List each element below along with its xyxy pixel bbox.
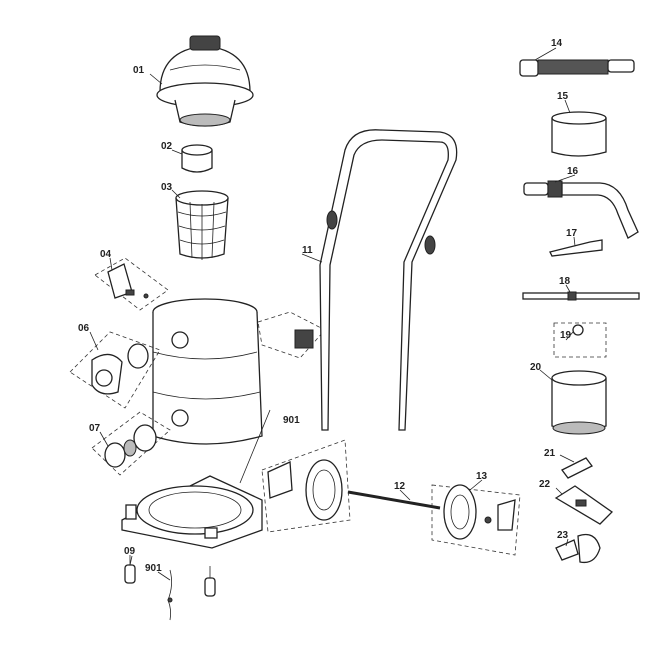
label-09: 09: [124, 546, 136, 557]
label-18: 18: [559, 276, 571, 287]
part-02-foam-filter: [181, 144, 213, 173]
part-03-filter-cage: [175, 190, 229, 260]
part-20-cartridge-filter: [551, 370, 607, 435]
label-03: 03: [161, 182, 173, 193]
label-13: 13: [476, 471, 488, 482]
label-21: 21: [544, 448, 556, 459]
label-19: 19: [560, 330, 572, 341]
label-15: 15: [557, 91, 569, 102]
label-17: 17: [566, 228, 578, 239]
part-04-switch: [94, 257, 169, 311]
label-01: 01: [133, 65, 145, 76]
label-06: 06: [78, 323, 90, 334]
part-22-floor-nozzle: [554, 485, 614, 525]
tank: [152, 298, 263, 445]
label-16: 16: [567, 166, 579, 177]
part-14-hose: [519, 59, 635, 77]
part-16-suction-tube: [523, 180, 639, 239]
left-wheel-assembly: [261, 439, 351, 533]
tank-side-bracket: [257, 311, 326, 359]
part-23-brush-nozzle: [555, 533, 601, 564]
label-22: 22: [539, 479, 551, 490]
part-12-axle: [347, 490, 441, 510]
part-13-right-wheel: [431, 484, 521, 556]
label-02: 02: [161, 141, 173, 152]
part-17-crevice-nozzle: [549, 239, 603, 257]
part-18-extension-tube: [522, 291, 640, 301]
label-23: 23: [557, 530, 569, 541]
label-20: 20: [530, 362, 542, 373]
part-09-casters: [124, 555, 216, 621]
label-901-tank: 901: [283, 415, 300, 426]
label-901-bottom: 901: [145, 563, 162, 574]
part-11-handle: [319, 129, 458, 431]
leader-lines: [89, 47, 576, 581]
label-11: 11: [302, 245, 313, 256]
base-chassis: [121, 409, 271, 549]
part-06-hose-inlet: [69, 331, 161, 409]
part-19-filter-bag-paper: [553, 322, 607, 358]
part-07-drain-plug: [91, 411, 171, 476]
label-12: 12: [394, 481, 406, 492]
label-14: 14: [551, 38, 563, 49]
label-07: 07: [89, 423, 101, 434]
part-15-filter-bag: [551, 111, 607, 157]
part-01-motor-head: [156, 35, 254, 127]
label-04: 04: [100, 249, 112, 260]
part-21-adapter: [561, 457, 593, 479]
